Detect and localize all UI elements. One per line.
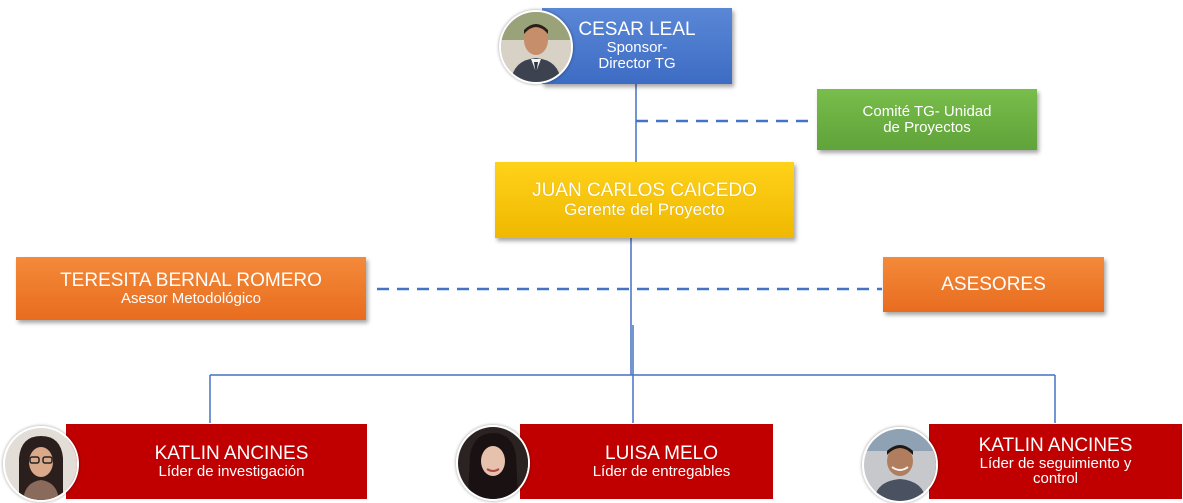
person-photo-research-icon — [3, 426, 79, 502]
method-advisor-name: TERESITA BERNAL ROMERO — [60, 269, 322, 291]
lead-deliverables-box: LUISA MELO Líder de entregables — [520, 424, 773, 499]
lead-research-role: Líder de investigación — [158, 462, 305, 480]
sponsor-name: CESAR LEAL — [578, 19, 696, 41]
committee-line2: de Proyectos — [883, 118, 971, 136]
person-photo-deliverables-icon — [456, 425, 530, 501]
sponsor-role-line2: Director TG — [598, 54, 676, 72]
method-advisor-box: TERESITA BERNAL ROMERO Asesor Metodológi… — [16, 257, 366, 320]
lead-control-role-line1: Líder de seguimiento y — [979, 454, 1132, 472]
sponsor-box: CESAR LEAL Sponsor- Director TG — [542, 8, 732, 84]
manager-name: JUAN CARLOS CAICEDO — [532, 180, 757, 202]
lead-research-name: KATLIN ANCINES — [154, 442, 309, 464]
lead-deliverables-name: LUISA MELO — [605, 442, 718, 464]
person-photo-sponsor-icon — [499, 10, 573, 84]
lead-deliverables-role: Líder de entregables — [592, 462, 731, 480]
committee-line1: Comité TG- Unidad — [862, 102, 992, 120]
lead-control-box: KATLIN ANCINES Líder de seguimiento y co… — [929, 424, 1182, 499]
manager-role: Gerente del Proyecto — [564, 200, 725, 220]
manager-box: JUAN CARLOS CAICEDO Gerente del Proyecto — [495, 162, 794, 238]
sponsor-role-line1: Sponsor- — [606, 39, 668, 57]
advisors-name: ASESORES — [941, 273, 1046, 295]
lead-control-role-line2: control — [1032, 470, 1079, 488]
lead-control-name: KATLIN ANCINES — [978, 434, 1133, 456]
method-advisor-role: Asesor Metodológico — [120, 289, 262, 307]
committee-box: Comité TG- Unidad de Proyectos — [817, 89, 1037, 150]
lead-research-box: KATLIN ANCINES Líder de investigación — [66, 424, 367, 499]
person-photo-control-icon — [862, 427, 938, 503]
advisors-box: ASESORES — [883, 257, 1104, 312]
